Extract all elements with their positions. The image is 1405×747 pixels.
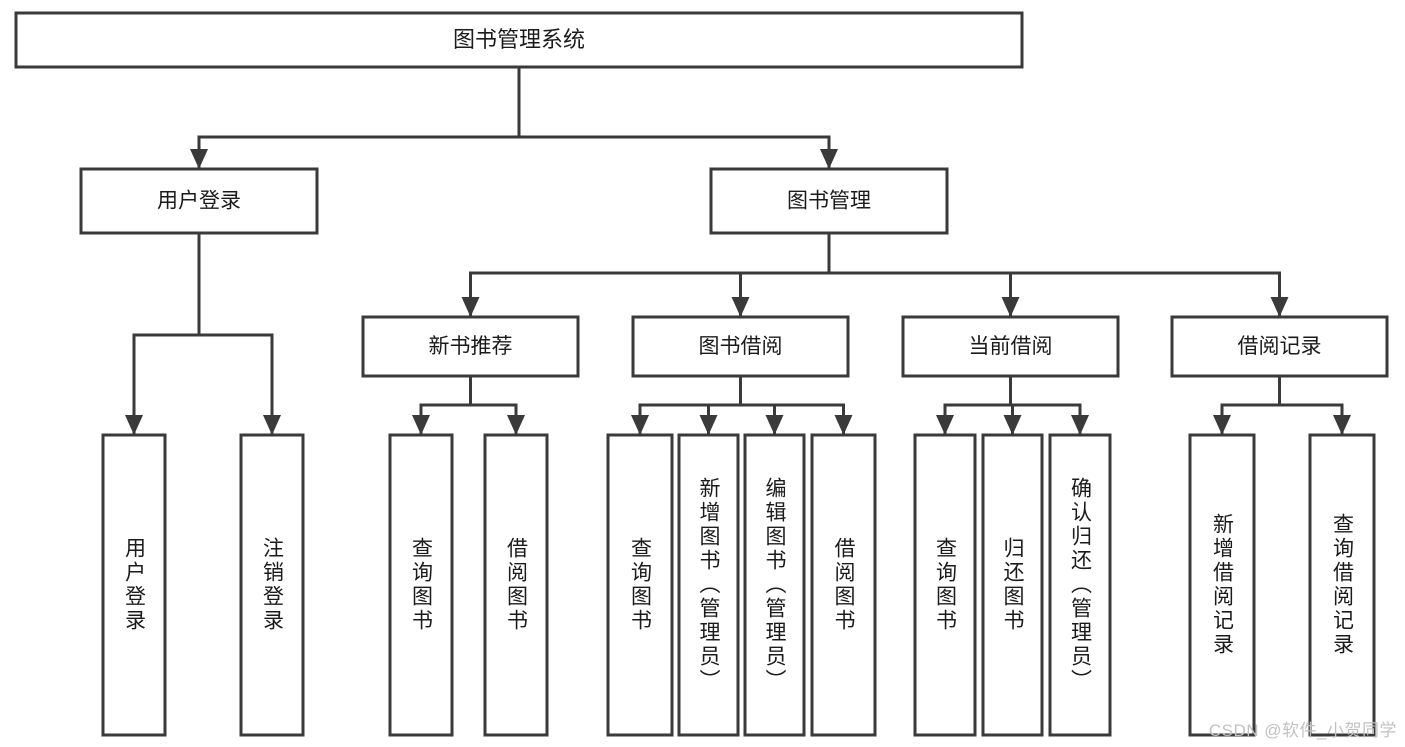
arrow-head-icon [1071,415,1089,435]
arrow-head-icon [1001,297,1020,317]
node-新书推荐-label: 新书推荐 [429,335,513,358]
arrow-head-icon [820,149,838,169]
arrow-head-icon [699,415,718,435]
arrow-head-icon [461,297,480,317]
arrow-head-icon [1213,415,1231,435]
arrow-head-icon [834,415,853,435]
arrow-head-icon [507,415,525,435]
node-借阅图书-leaf-7-box[interactable] [810,433,877,737]
node-用户登录-label: 用户登录 [157,190,241,213]
node-查询图书-leaf-8-box[interactable] [913,433,977,737]
node-新增图书管理员-leaf-5-box[interactable] [677,433,740,737]
arrow-head-icon [631,415,649,435]
node-图书管理系统-label: 图书管理系统 [453,27,585,52]
node-借阅记录-label: 借阅记录 [1238,335,1322,358]
node-图书管理系统-box[interactable] [14,11,1024,69]
node-查询借阅记录-leaf-12-box[interactable] [1308,433,1376,737]
arrow-head-icon [190,149,208,169]
node-图书借阅-box[interactable] [631,315,850,378]
arrow-head-icon [936,415,954,435]
arrow-head-icon [765,415,784,435]
node-用户登录-leaf-0-box[interactable] [101,433,167,737]
arrow-head-icon [412,415,430,435]
arrow-head-icon [263,415,281,435]
node-新增借阅记录-leaf-11-box[interactable] [1188,433,1256,737]
node-借阅图书-leaf-3-box[interactable] [483,433,549,737]
node-借阅记录-box[interactable] [1170,315,1389,378]
node-确认归还管理员-leaf-10-box[interactable] [1048,433,1112,737]
arrow-head-icon [125,415,143,435]
connector-layer [125,65,1351,437]
node-归还图书-leaf-9-box[interactable] [981,433,1044,737]
arrow-head-icon [1270,297,1289,317]
node-图书借阅-label: 图书借阅 [699,335,783,358]
node-新书推荐-box[interactable] [361,315,580,378]
arrow-head-icon [731,297,750,317]
node-图书管理-label: 图书管理 [787,190,871,213]
node-查询图书-leaf-2-box[interactable] [388,433,454,737]
arrow-head-icon [1333,415,1351,435]
arrow-head-icon [1003,415,1022,435]
node-当前借阅-box[interactable] [901,315,1120,378]
node-用户登录-box[interactable] [79,167,319,235]
node-注销登录-leaf-1-box[interactable] [239,433,305,737]
node-查询图书-leaf-4-box[interactable] [606,433,674,737]
node-编辑图书管理员-leaf-6-box[interactable] [743,433,806,737]
node-当前借阅-label: 当前借阅 [969,335,1053,358]
node-图书管理-box[interactable] [709,167,949,235]
